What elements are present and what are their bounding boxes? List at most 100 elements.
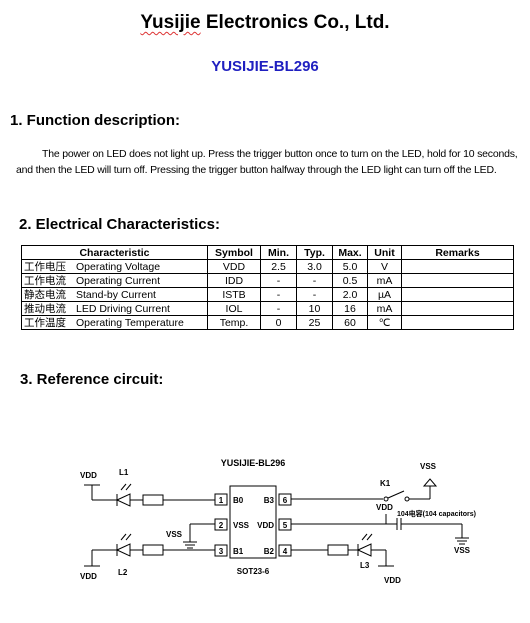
- l3-label: L3: [360, 561, 370, 570]
- row-unit: µA: [367, 287, 402, 302]
- row-english-name: Operating Current: [76, 274, 161, 287]
- resistor-r3: [327, 544, 349, 556]
- row-characteristic: 推动电流 LED Driving Current: [21, 301, 208, 316]
- header-unit: Unit: [367, 245, 402, 260]
- row-english-name: Operating Temperature: [76, 316, 184, 329]
- led-l3-ray: [366, 533, 373, 541]
- pin-6-number: 6: [283, 496, 288, 505]
- row-symbol: ISTB: [207, 287, 261, 302]
- row-chinese-name: 工作电压: [24, 260, 66, 273]
- package-label: SOT23-6: [237, 567, 270, 576]
- chip-name-label: YUSIJIE-BL296: [221, 458, 286, 468]
- row-chinese-name: 静态电流: [24, 288, 66, 301]
- pin-5-name: VDD: [257, 521, 274, 530]
- vss-cap-label: VSS: [454, 546, 471, 555]
- pin-2-name: VSS: [233, 521, 250, 530]
- row-remarks: [401, 287, 514, 302]
- header-characteristic: Characteristic: [21, 245, 208, 260]
- row-symbol: IOL: [207, 301, 261, 316]
- header-max: Max.: [332, 245, 368, 260]
- row-chinese-name: 推动电流: [24, 302, 66, 315]
- row-typ: 10: [296, 301, 333, 316]
- row-chinese-name: 工作温度: [24, 316, 66, 329]
- row-remarks: [401, 273, 514, 288]
- vss-pin2-label: VSS: [166, 530, 183, 539]
- company-name: Yusijie Electronics Co., Ltd.: [0, 12, 530, 34]
- vdd-pin5-label: VDD: [376, 503, 393, 512]
- row-english-name: LED Driving Current: [76, 302, 170, 315]
- function-description-text: The power on LED does not light up. Pres…: [16, 148, 518, 176]
- led-l3-triangle: [356, 543, 372, 557]
- row-chinese-name: 工作电流: [24, 274, 66, 287]
- row-unit: mA: [367, 273, 402, 288]
- vss-top-label: VSS: [420, 462, 437, 471]
- row-remarks: [401, 315, 514, 330]
- row-typ: -: [296, 273, 333, 288]
- resistor-r1: [142, 494, 164, 506]
- k1-label: K1: [380, 479, 391, 488]
- company-name-prefix: Yusijie: [140, 12, 201, 33]
- row-english-name: Stand-by Current: [76, 288, 156, 301]
- pin-3-number: 3: [219, 547, 224, 556]
- row-remarks: [401, 301, 514, 316]
- row-remarks: [401, 259, 514, 274]
- row-symbol: Temp.: [207, 315, 261, 330]
- header-symbol: Symbol: [207, 245, 261, 260]
- led-l2-ray: [120, 533, 127, 541]
- row-symbol: VDD: [207, 259, 261, 274]
- row-characteristic: 工作电压 Operating Voltage: [21, 259, 208, 274]
- table-row: 静态电流 Stand-by Current ISTB - - 2.0 µA: [21, 287, 514, 302]
- model-number: YUSIJIE-BL296: [211, 58, 319, 75]
- vdd-l1-label: VDD: [80, 471, 97, 480]
- row-unit: ℃: [367, 315, 402, 330]
- led-l2-ray: [125, 533, 132, 541]
- row-typ: 25: [296, 315, 333, 330]
- row-typ: 3.0: [296, 259, 333, 274]
- function-description: The power on LED does not light up. Pres…: [16, 146, 526, 178]
- header-min: Min.: [260, 245, 297, 260]
- electrical-characteristics-table: Characteristic Symbol Min. Typ. Max. Uni…: [21, 245, 514, 330]
- company-name-rest: Electronics Co., Ltd.: [200, 12, 390, 33]
- switch-k1-contact: [404, 496, 410, 502]
- row-symbol: IDD: [207, 273, 261, 288]
- capacitor-label: 104电容(104 capacitors): [397, 509, 476, 518]
- section-2-title: 2. Electrical Characteristics:: [19, 216, 220, 233]
- row-max: 60: [332, 315, 368, 330]
- switch-k1-contact: [383, 496, 389, 502]
- row-min: 0: [260, 315, 297, 330]
- switch-k1-lever: [387, 490, 405, 499]
- pin-4-name: B2: [264, 547, 275, 556]
- row-typ: -: [296, 287, 333, 302]
- led-l3-ray: [361, 533, 368, 541]
- vss-top-arrow: [422, 478, 438, 487]
- pin-1-number: 1: [219, 496, 224, 505]
- pin-2-number: 2: [219, 521, 224, 530]
- row-characteristic: 静态电流 Stand-by Current: [21, 287, 208, 302]
- header-remarks: Remarks: [401, 245, 514, 260]
- row-min: 2.5: [260, 259, 297, 274]
- reference-circuit-diagram: YUSIJIE-BL296 SOT23-6 1 B0 2 VSS 3 B1 4 …: [80, 458, 476, 585]
- table-header-row: Characteristic Symbol Min. Typ. Max. Uni…: [21, 245, 514, 260]
- row-english-name: Operating Voltage: [76, 260, 161, 273]
- section-1-title: 1. Function description:: [10, 112, 181, 129]
- pin-5-number: 5: [283, 521, 288, 530]
- row-min: -: [260, 287, 297, 302]
- table-row: 工作电压 Operating Voltage VDD 2.5 3.0 5.0 V: [21, 259, 514, 274]
- led-l1-ray: [125, 483, 132, 491]
- row-characteristic: 工作温度 Operating Temperature: [21, 315, 208, 330]
- pin-1-name: B0: [233, 496, 244, 505]
- pin-6-name: B3: [264, 496, 275, 505]
- row-unit: V: [367, 259, 402, 274]
- row-max: 2.0: [332, 287, 368, 302]
- pin-3-name: B1: [233, 547, 244, 556]
- vdd-l3-label: VDD: [384, 576, 401, 585]
- row-max: 0.5: [332, 273, 368, 288]
- row-characteristic: 工作电流 Operating Current: [21, 273, 208, 288]
- header-typ: Typ.: [296, 245, 333, 260]
- row-max: 16: [332, 301, 368, 316]
- led-l1-ray: [120, 483, 127, 491]
- row-max: 5.0: [332, 259, 368, 274]
